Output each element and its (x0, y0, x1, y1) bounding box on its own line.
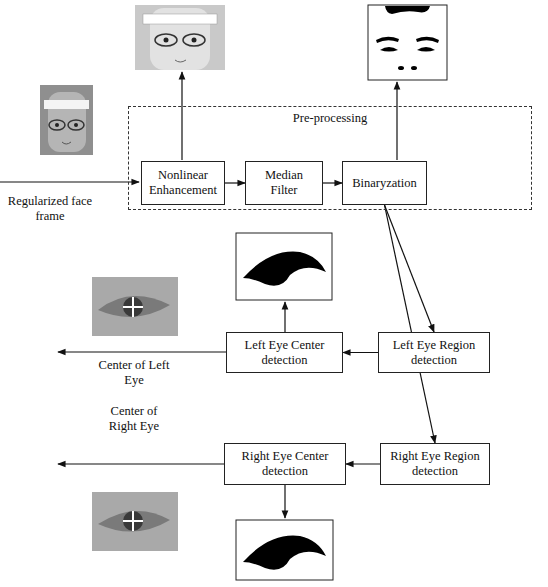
process-box: Nonlinear Enhancement (141, 161, 225, 205)
box-label: Left Eye Center detection (232, 338, 337, 368)
process-box: Left Eye Region detection (378, 332, 490, 373)
enhanced-face-photo (135, 5, 225, 70)
flow-arrow (385, 205, 436, 443)
process-box: Right Eye Region detection (380, 443, 490, 485)
right-eye-binary (236, 520, 333, 580)
box-label: Left Eye Region detection (384, 338, 484, 368)
right-eye-photo (92, 492, 178, 551)
flow-arrow (225, 182, 245, 183)
box-label: Right Eye Region detection (386, 449, 484, 479)
process-box: Right Eye Center detection (224, 443, 346, 485)
binary-face-image (368, 5, 447, 80)
process-box: Median Filter (245, 161, 323, 205)
box-label: Nonlinear Enhancement (147, 168, 219, 198)
left-eye-photo (92, 277, 178, 336)
flow-arrow (343, 352, 378, 353)
flow-arrow (346, 463, 380, 464)
box-label: Median Filter (251, 168, 317, 198)
process-box: Left Eye Center detection (226, 332, 343, 373)
flow-label: Center of Left Eye (98, 358, 170, 388)
static-arrows (0, 72, 397, 518)
process-box: Binaryzation (342, 161, 427, 205)
face-photo (40, 85, 93, 155)
group-title: Pre-processing (129, 111, 531, 126)
flow-arrow (323, 182, 342, 183)
flow-arrow (385, 205, 435, 332)
flow-label: Center of Right Eye (98, 404, 170, 434)
preprocessing-group: Pre-processingNonlinear Enhancement Media… (128, 106, 532, 210)
left-eye-binary (236, 233, 332, 300)
box-label: Right Eye Center detection (230, 449, 340, 479)
flow-label: Regularized face frame (2, 194, 98, 224)
box-label: Binaryzation (352, 176, 417, 191)
